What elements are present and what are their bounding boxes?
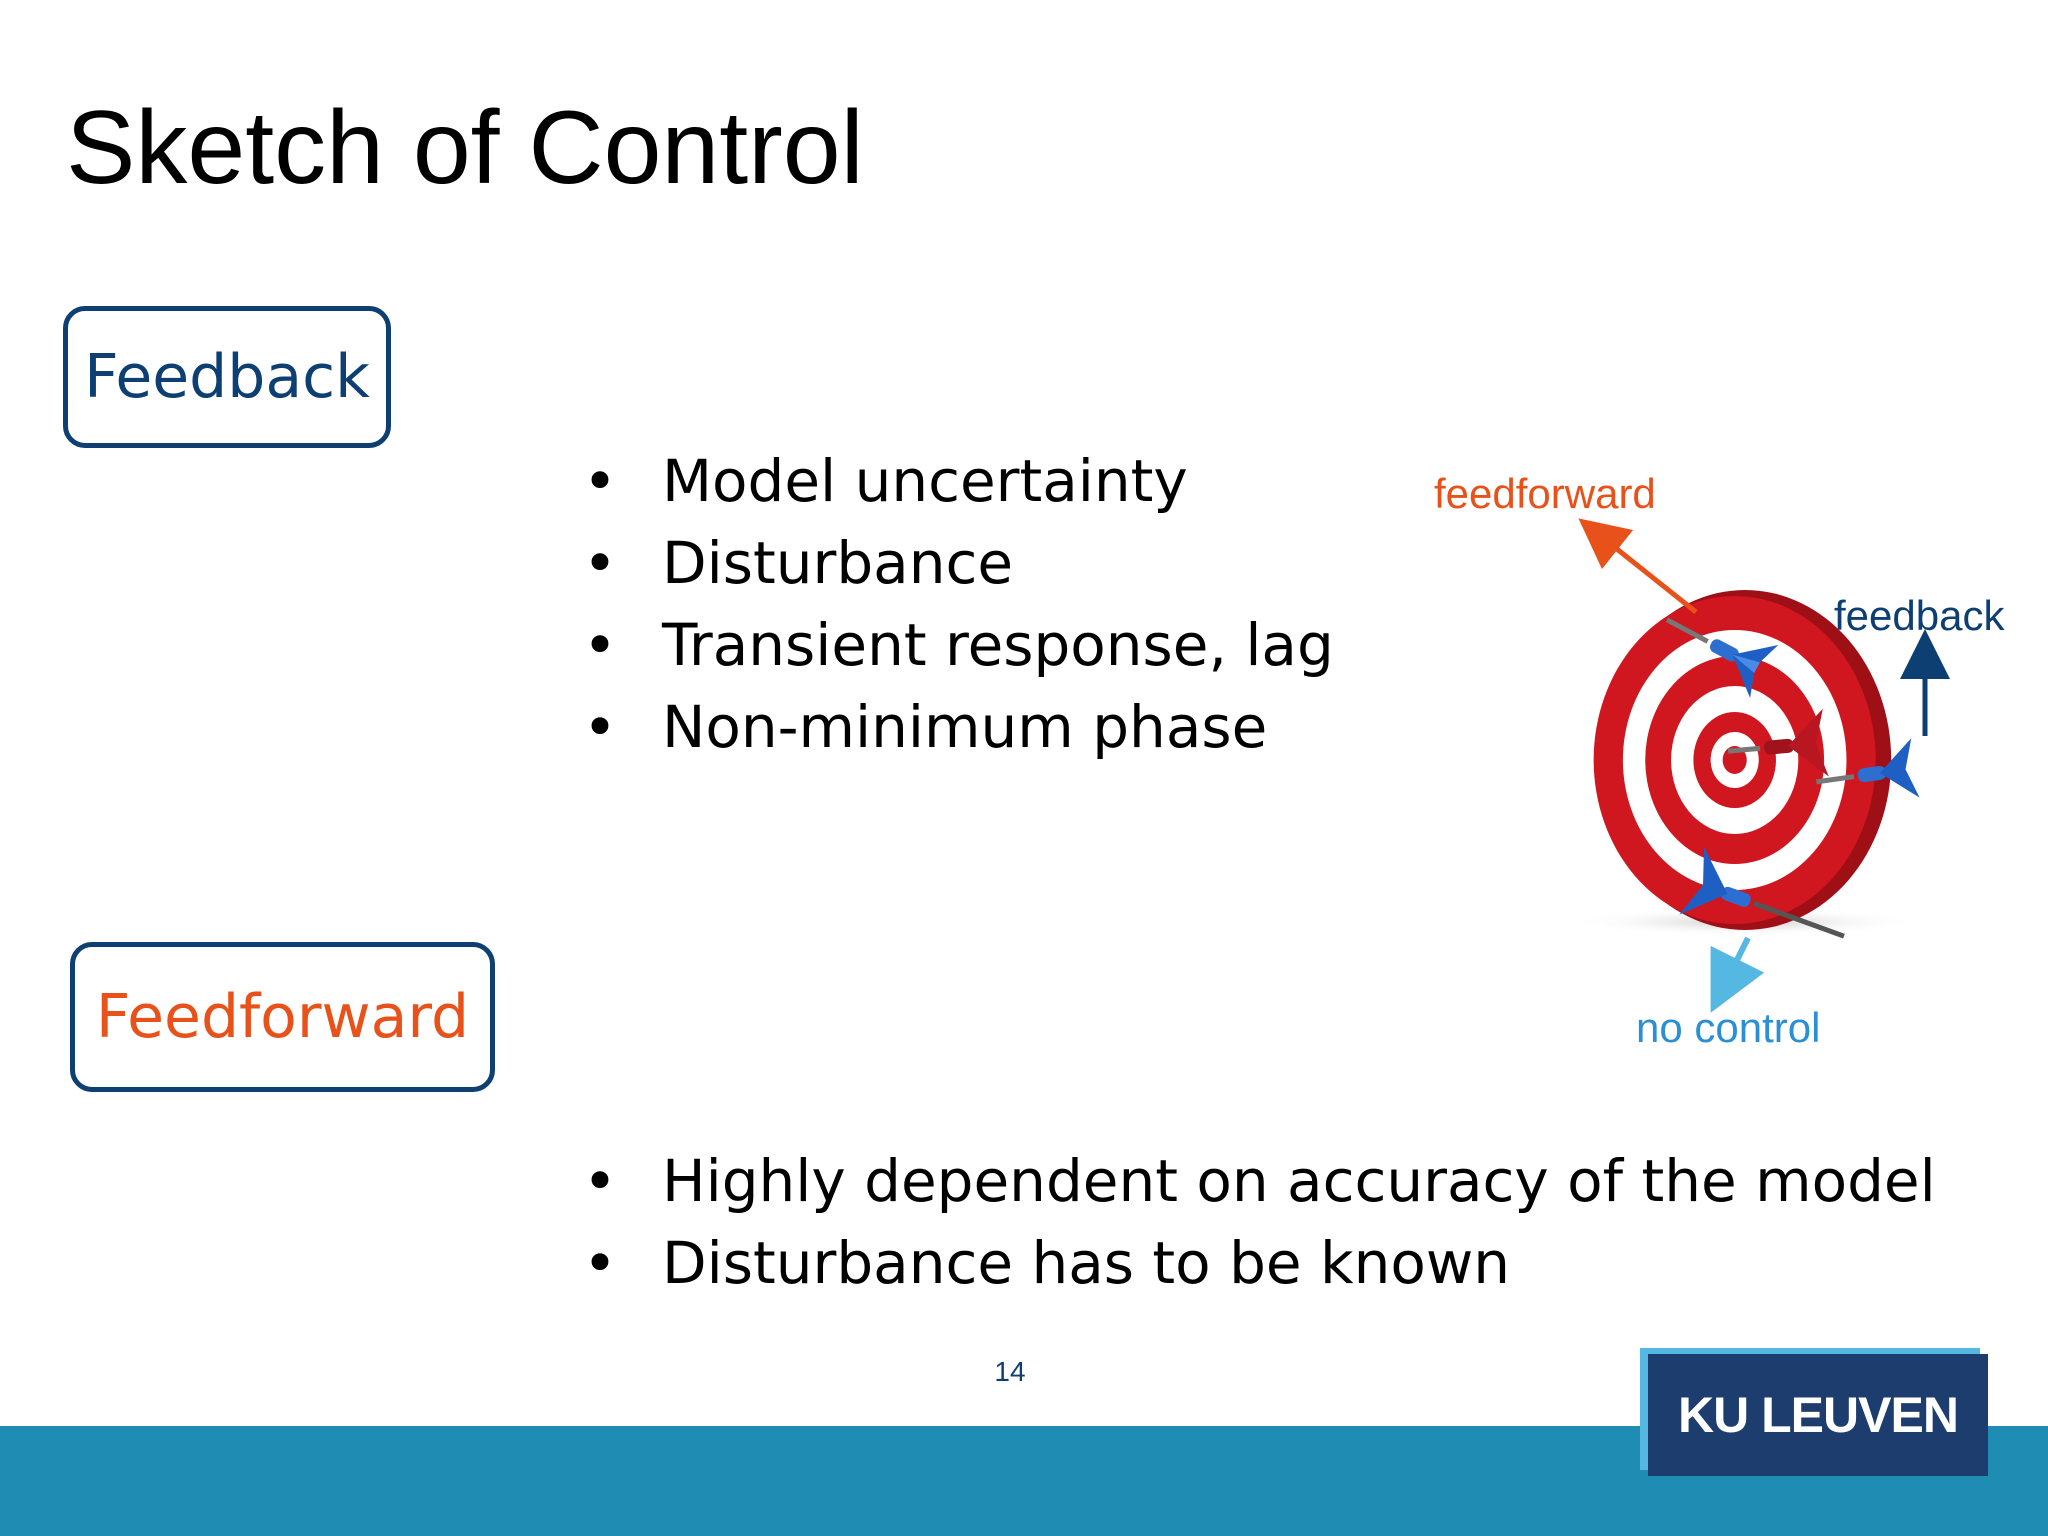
bullet-text: Disturbance has to be known [662, 1229, 1511, 1297]
dart-bottom [1679, 846, 1845, 939]
feedback-box: Feedback [63, 306, 391, 448]
bullet-text: Non-minimum phase [662, 693, 1268, 761]
list-item: • Disturbance [582, 522, 1334, 604]
feedback-bullet-list: • Model uncertainty • Disturbance • Transie… [582, 440, 1334, 768]
bullet-dot: • [582, 1147, 618, 1215]
bullet-dot: • [582, 529, 618, 597]
list-item: • Non-minimum phase [582, 686, 1334, 768]
bullet-text: Model uncertainty [662, 447, 1188, 515]
dart-right [1816, 738, 1920, 798]
list-item: • Disturbance has to be known [582, 1222, 1936, 1304]
bullet-dot: • [582, 447, 618, 515]
label-no-control: no control [1636, 1004, 1820, 1051]
dart-top [1665, 617, 1779, 698]
bullet-dot: • [582, 693, 618, 761]
feedforward-bullet-list: • Highly dependent on accuracy of the mod… [582, 1140, 1936, 1304]
arrow-feedforward [1578, 518, 1698, 614]
feedforward-box: Feedforward [70, 942, 495, 1092]
slide-title: Sketch of Control [66, 90, 864, 206]
label-feedback: feedback [1834, 592, 2005, 639]
list-item: • Transient response, lag [582, 604, 1334, 686]
bullet-dot: • [582, 1229, 618, 1297]
dartboard-illustration: feedforward feedback no control [1434, 470, 2005, 1051]
feedback-label: Feedback [84, 342, 370, 412]
logo-text: KU LEUVEN [1678, 1387, 1959, 1443]
bullet-text: Highly dependent on accuracy of the mode… [662, 1147, 1936, 1215]
dart-bullseye [1727, 708, 1829, 777]
dartboard-target [1593, 590, 1892, 930]
bullet-text: Transient response, lag [662, 611, 1334, 679]
list-item: • Model uncertainty [582, 440, 1334, 522]
feedforward-label: Feedforward [95, 982, 470, 1052]
bullet-text: Disturbance [662, 529, 1014, 597]
bullet-dot: • [582, 611, 618, 679]
list-item: • Highly dependent on accuracy of the mod… [582, 1140, 1936, 1222]
arrow-no-control [1710, 936, 1765, 1013]
page-number: 14 [994, 1356, 1026, 1387]
ku-leuven-logo: KU LEUVEN [1648, 1354, 1988, 1476]
label-feedforward: feedforward [1434, 470, 1656, 517]
